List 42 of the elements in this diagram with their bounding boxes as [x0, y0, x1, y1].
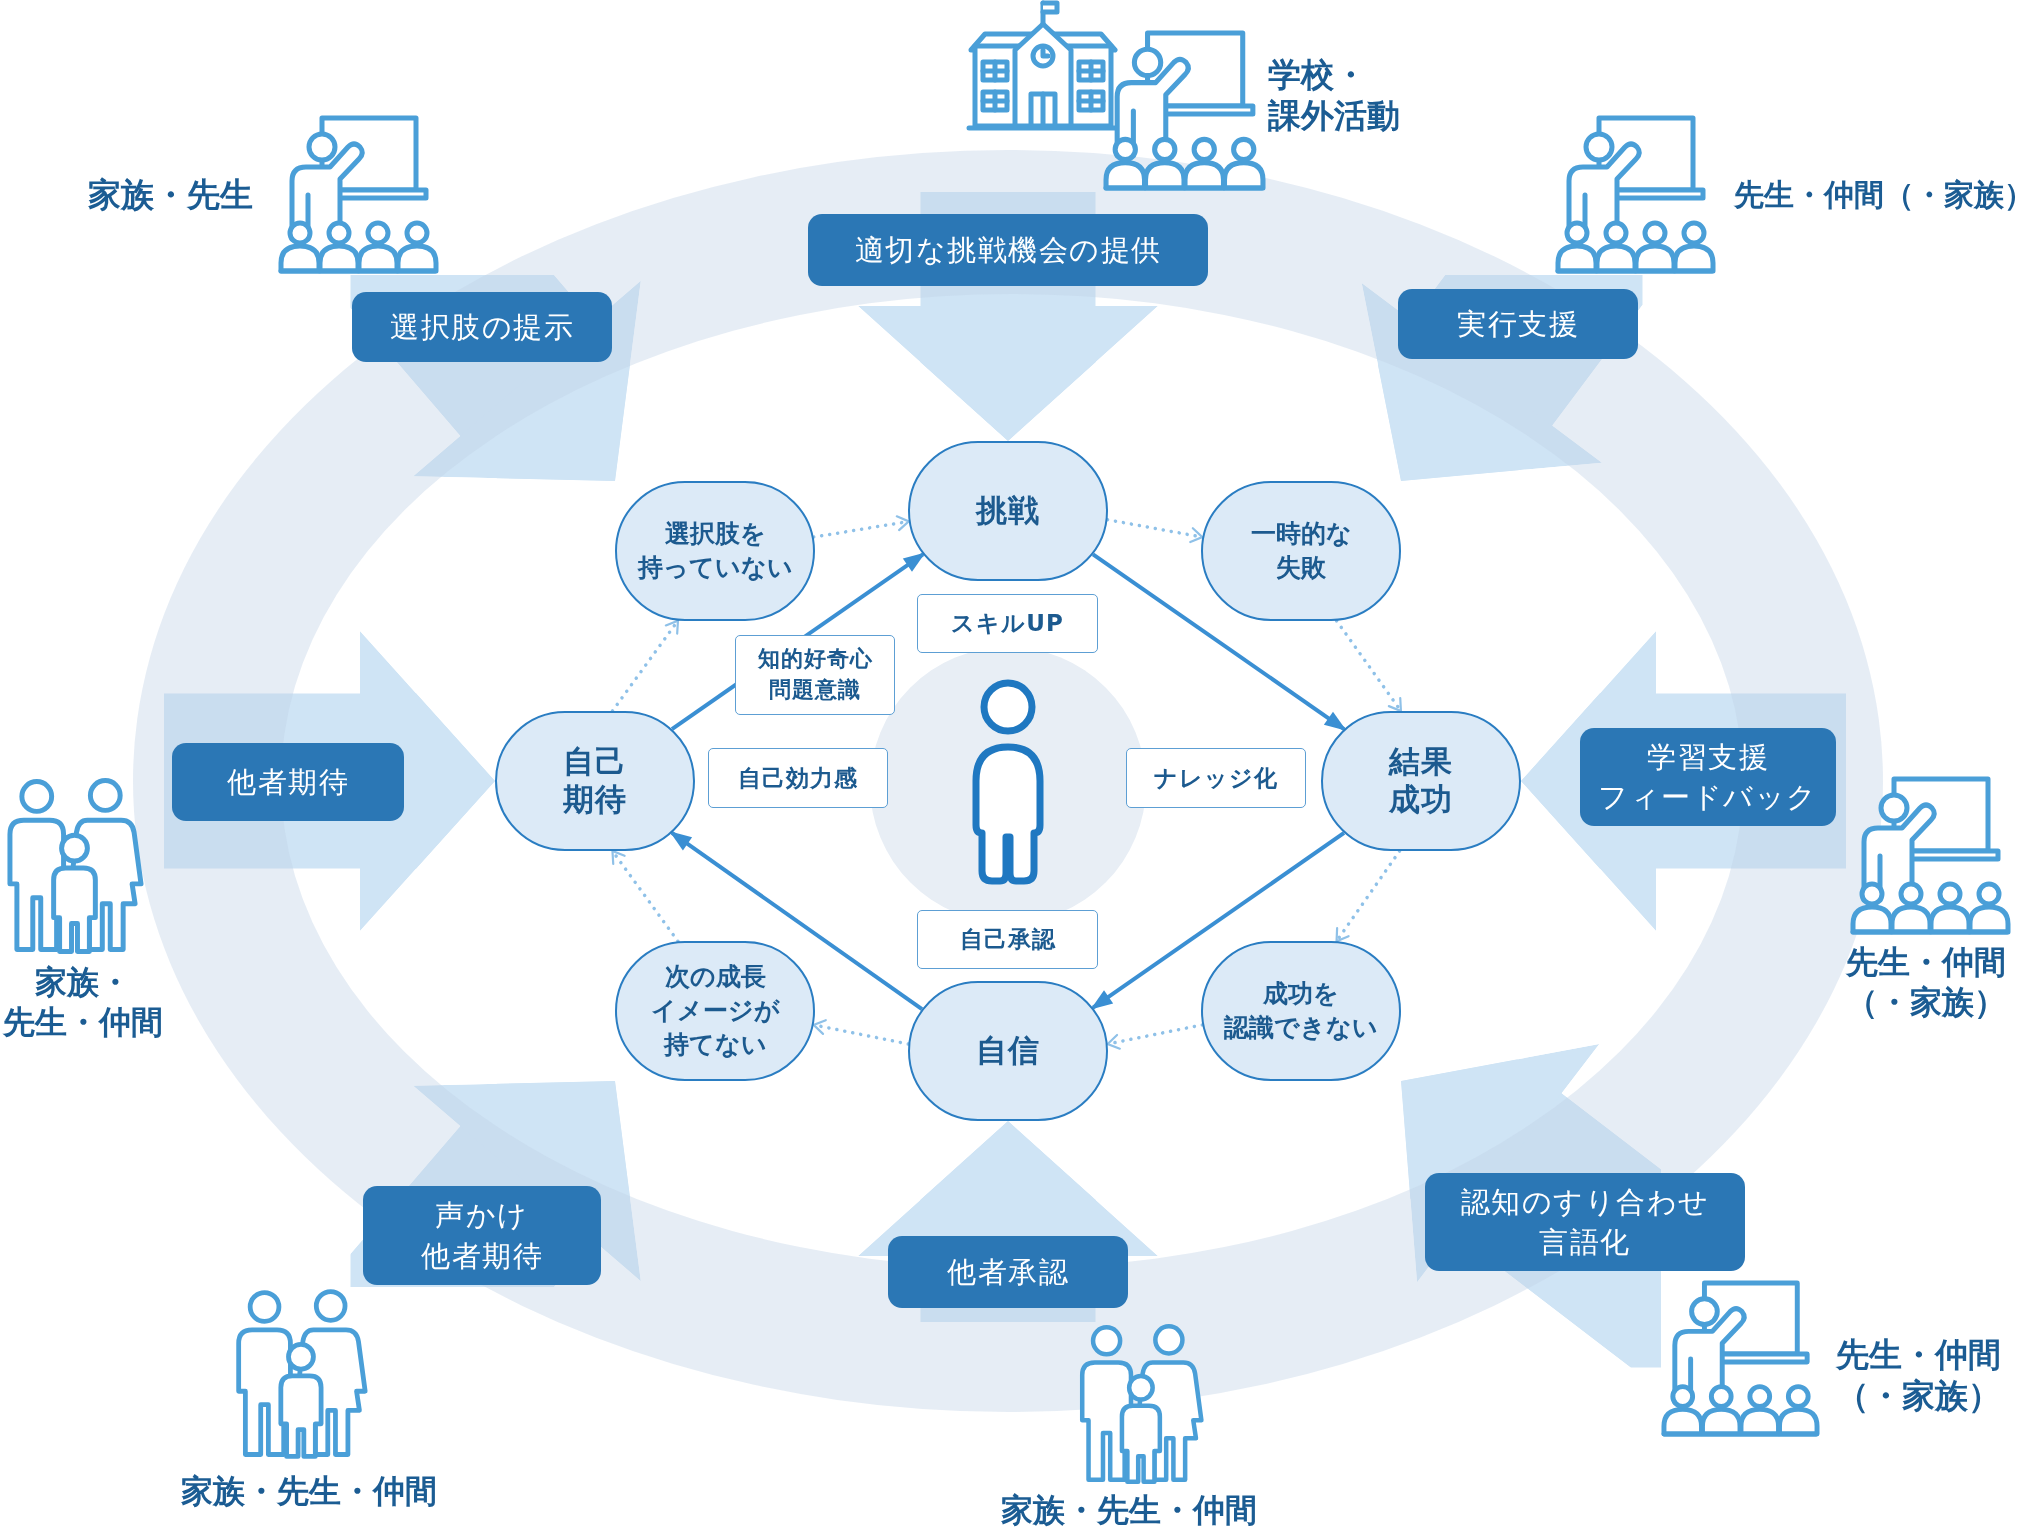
note-bubble: 次の成長イメージが持てない — [615, 941, 815, 1081]
step-bubble: 自己期待 — [495, 711, 695, 851]
note-bubble: 一時的な失敗 — [1201, 481, 1401, 621]
stakeholder-label: 家族・先生 — [88, 174, 253, 216]
note-bubble: 成功を認識できない — [1201, 941, 1401, 1081]
dotted-arrow — [610, 618, 680, 713]
arrow — [1090, 831, 1346, 1010]
stakeholder-label: 学校・課外活動 — [1268, 54, 1400, 137]
block-arrow — [350, 1081, 641, 1287]
keyword-tag: 自己効力感 — [708, 748, 888, 808]
block-arrow — [1361, 275, 1643, 481]
dotted-arrow — [811, 515, 911, 539]
stakeholder-label: 家族・先生・仲間 — [3, 962, 163, 1042]
edge-label: 実行支援 — [1398, 289, 1638, 359]
dotted-arrow — [1334, 849, 1402, 943]
arrow — [1091, 552, 1347, 731]
arrow — [669, 831, 924, 1011]
keyword-tag: スキルUP — [917, 594, 1098, 653]
edge-label: 学習支援フィードバック — [1580, 728, 1836, 826]
edge-label: 認知のすり合わせ言語化 — [1425, 1173, 1745, 1271]
stakeholder-label: 先生・仲間（・家族） — [1734, 176, 2034, 214]
step-bubble: 自信 — [908, 981, 1108, 1121]
stakeholder-label: 家族・先生・仲間 — [181, 1471, 437, 1511]
note-bubble: 選択肢を持っていない — [615, 481, 815, 621]
stakeholder-label: 先生・仲間（・家族） — [1836, 1334, 2001, 1417]
edge-label: 声かけ他者期待 — [363, 1186, 601, 1285]
edge-label: 適切な挑戦機会の提供 — [808, 214, 1208, 286]
step-bubble: 結果成功 — [1321, 711, 1521, 851]
edge-label: 選択肢の提示 — [352, 292, 612, 362]
block-arrow — [1401, 1043, 1661, 1368]
dotted-arrow — [610, 849, 680, 944]
stakeholder-label: 家族・先生・仲間 — [1001, 1490, 1257, 1530]
edge-label: 他者承認 — [888, 1236, 1128, 1308]
edge-label: 知的好奇心問題意識 — [735, 635, 895, 715]
block-arrow — [858, 1121, 1158, 1322]
edge-label: 他者期待 — [172, 743, 404, 821]
stakeholder-label: 先生・仲間（・家族） — [1846, 942, 2006, 1022]
block-arrow — [350, 275, 641, 481]
step-bubble: 挑戦 — [908, 441, 1108, 581]
dotted-arrow — [1334, 619, 1403, 713]
keyword-tag: ナレッジ化 — [1126, 748, 1306, 808]
keyword-tag: 自己承認 — [917, 910, 1098, 969]
